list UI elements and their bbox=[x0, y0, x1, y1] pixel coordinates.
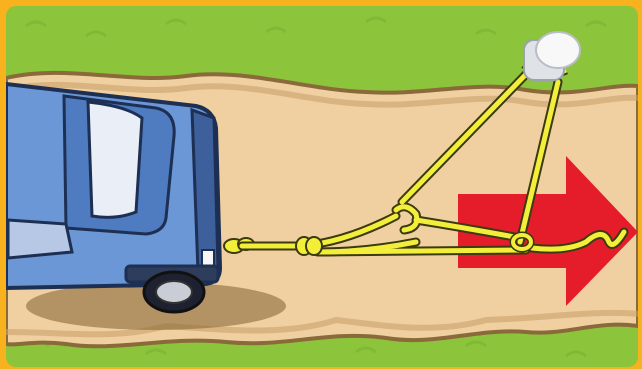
scene-svg bbox=[6, 6, 638, 367]
car-icon bbox=[6, 84, 220, 312]
pulley-scene bbox=[6, 6, 638, 367]
